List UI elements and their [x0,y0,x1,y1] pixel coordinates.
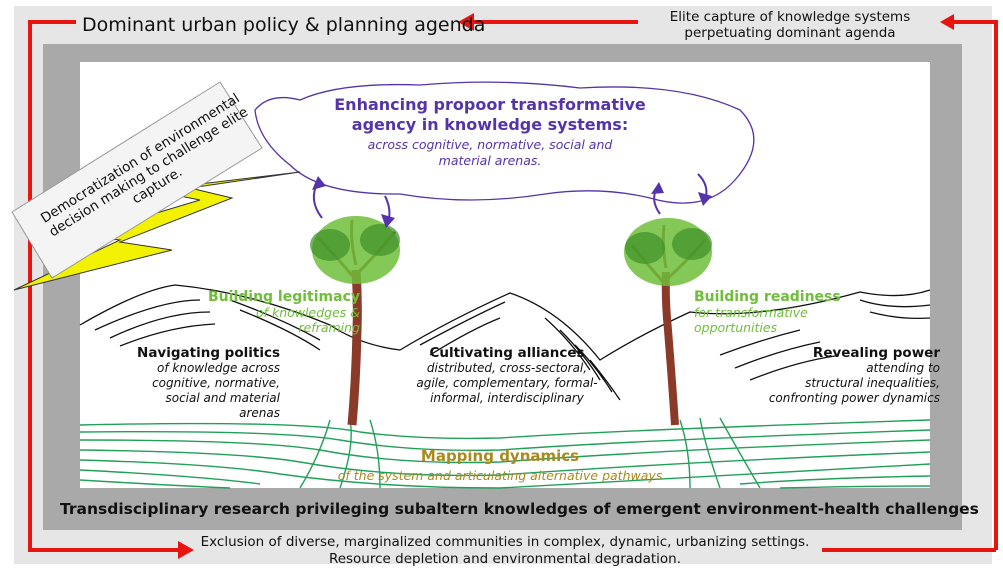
building-legitimacy: Building legitimacy of knowledges & refr… [200,289,360,335]
exclusion-note: Exclusion of diverse, marginalized commu… [120,534,890,568]
navigating-politics-sub-1: of knowledge across [157,361,280,375]
building-legitimacy-sub-2: reframing [298,320,360,335]
navigating-politics-sub-4: arenas [239,406,280,420]
cultivating-alliances: Cultivating alliances distributed, cross… [412,345,602,406]
building-readiness-sub-2: opportunities [694,320,778,335]
navigating-politics-sub-3: social and material [165,391,280,405]
building-legitimacy-sub-1: of knowledges & [255,305,360,320]
elite-capture-line-1: Elite capture of knowledge systems [669,9,911,25]
cloud-heading-line-1: Enhancing propoor transformative [334,95,646,114]
exclusion-line-2: Resource depletion and environmental deg… [328,551,682,567]
exclusion-line-1: Exclusion of diverse, marginalized commu… [200,534,810,550]
mapping-dynamics-sub: of the system and articulating alternati… [337,468,663,483]
cultivating-alliances-heading: Cultivating alliances [429,345,585,361]
elite-capture-note: Elite capture of knowledge systems perpe… [640,9,940,41]
revealing-power-heading: Revealing power [812,345,940,361]
elite-capture-line-2: perpetuating dominant agenda [684,25,896,41]
building-readiness-heading: Building readiness [694,289,841,305]
cloud-sub-line-1: across cognitive, normative, social and [367,137,613,152]
mountains [79,284,931,401]
building-readiness: Building readiness for transformative op… [694,289,874,335]
cloud-sub-line-2: material arenas. [438,153,542,168]
agency-cloud [254,81,755,204]
dominant-agenda-label: Dominant urban policy & planning agenda [82,14,486,36]
building-readiness-sub-1: for transformative [694,305,808,320]
revealing-power-sub-3: confronting power dynamics [768,391,940,405]
cultivating-alliances-sub-3: informal, interdisciplinary [430,391,584,405]
ground-lines [79,417,931,489]
revealing-power-sub-1: attending to [866,361,940,375]
navigating-politics: Navigating politics of knowledge across … [110,345,280,421]
navigating-politics-heading: Navigating politics [137,345,280,361]
tree-right [624,218,712,426]
cultivating-alliances-sub-2: agile, complementary, formal- [416,376,598,390]
cloud-subtext: across cognitive, normative, social and … [330,137,650,169]
transdisciplinary-title: Transdisciplinary research privileging s… [60,500,979,518]
tree-left [310,216,400,426]
cloud-heading: Enhancing propoor transformative agency … [320,95,660,135]
building-legitimacy-heading: Building legitimacy [208,289,360,305]
cultivating-alliances-sub-1: distributed, cross-sectoral, [426,361,588,375]
cloud-heading-line-2: agency in knowledge systems: [351,115,629,134]
revealing-power: Revealing power attending to structural … [740,345,940,406]
revealing-power-sub-2: structural inequalities, [805,376,940,390]
cloud-arrows [312,173,712,228]
bolt-label-box [11,81,263,279]
navigating-politics-sub-2: cognitive, normative, [152,376,280,390]
mapping-dynamics-heading: Mapping dynamics [420,447,580,465]
